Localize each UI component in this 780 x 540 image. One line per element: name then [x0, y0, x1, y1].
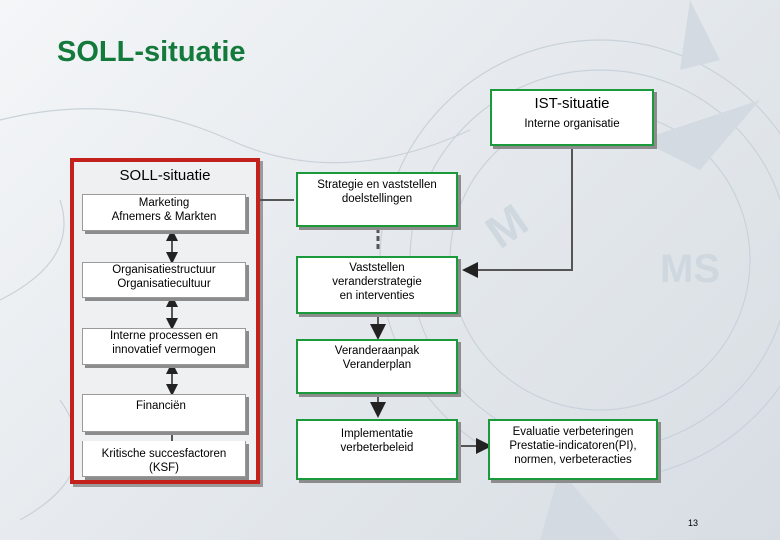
ksf-box: Kritische succesfactoren (KSF) — [82, 441, 246, 477]
page-number: 13 — [688, 518, 699, 528]
soll-factor-financien: Financiën — [82, 394, 246, 432]
process-step-implementatie: Implementatie verbeterbeleid — [296, 419, 458, 480]
ist-situatie-subtitle: Interne organisatie — [524, 118, 620, 130]
process-step-strategie: Strategie en vaststellen doelstellingen — [296, 172, 458, 227]
ist-situatie-title: IST-situatie — [534, 95, 610, 112]
process-step-veranderaanpak: Veranderaanpak Veranderplan — [296, 339, 458, 394]
slide-title: SOLL-situatie — [57, 36, 246, 68]
process-step-veranderstrategie: Vaststellen veranderstrategie en interve… — [296, 256, 458, 314]
soll-factor-interne-processen: Interne processen en innovatief vermogen — [82, 328, 246, 365]
svg-text:MS: MS — [660, 247, 720, 291]
ist-situatie-box: IST-situatie Interne organisatie — [490, 89, 654, 146]
soll-factor-organisatie: Organisatiestructuur Organisatiecultuur — [82, 262, 246, 298]
evaluatie-box: Evaluatie verbeteringen Prestatie-indica… — [488, 419, 658, 480]
soll-factor-marketing: Marketing Afnemers & Markten — [82, 194, 246, 231]
soll-situatie-frame-title: SOLL-situatie — [119, 167, 211, 184]
